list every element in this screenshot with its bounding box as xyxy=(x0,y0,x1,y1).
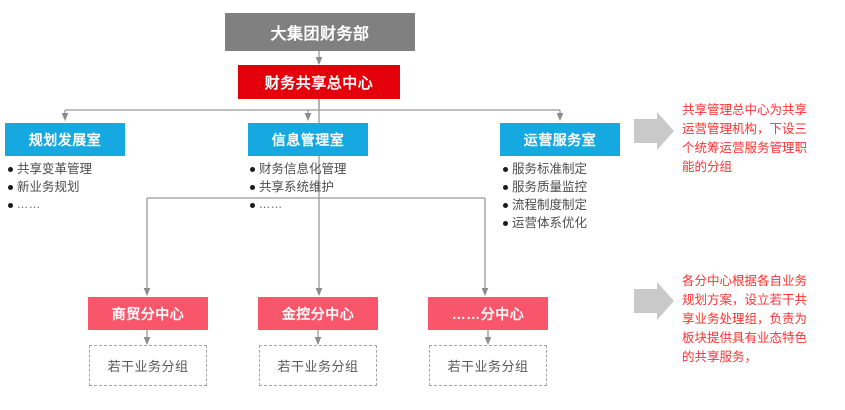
annotation-line: 享业务处理组，负责为 xyxy=(682,311,808,326)
node-label: 金控分中心 xyxy=(281,305,355,322)
bullet-dot-icon xyxy=(250,185,255,190)
node-label: 财务共享总中心 xyxy=(264,74,374,92)
node-label: 运营服务室 xyxy=(523,131,597,148)
bullet-dot-icon xyxy=(503,185,508,190)
node-label: 信息管理室 xyxy=(271,131,345,148)
node-label: 大集团财务部 xyxy=(270,26,370,43)
node-label: ……分中心 xyxy=(451,305,525,322)
bullet-dot-icon xyxy=(503,203,508,208)
callout-arrow-icon-1 xyxy=(634,112,674,150)
node-trade-branch-center[interactable]: 商贸分中心 xyxy=(88,297,208,330)
list-item: 服务质量监控 xyxy=(503,178,653,196)
bullet-list-operations-service: 服务标准制定 服务质量监控 流程制度制定 运营体系优化 xyxy=(503,160,653,232)
node-information-management-office[interactable]: 信息管理室 xyxy=(248,123,368,156)
list-item: 运营体系优化 xyxy=(503,214,653,232)
bullet-dot-icon xyxy=(503,167,508,172)
annotation-line: 各分中心根据各自业务 xyxy=(682,273,808,288)
list-item-label: 服务标准制定 xyxy=(512,161,588,176)
node-shared-service-center[interactable]: 财务共享总中心 xyxy=(238,65,400,99)
node-business-groups-financial-holding[interactable]: 若干业务分组 xyxy=(259,345,377,386)
bullet-dot-icon xyxy=(8,167,13,172)
list-item: 新业务规划 xyxy=(8,178,148,196)
list-item-label: 共享变革管理 xyxy=(17,161,93,176)
node-label: 若干业务分组 xyxy=(107,359,189,374)
node-label: 商贸分中心 xyxy=(111,305,185,322)
list-item-label: 财务信息化管理 xyxy=(259,161,347,176)
bullet-dot-icon xyxy=(250,167,255,172)
list-item: 服务标准制定 xyxy=(503,160,653,178)
annotation-line: 能的分组 xyxy=(682,159,733,174)
list-item-label: …… xyxy=(259,198,283,211)
annotation-shared-center: 共享管理总中心为共享 运营管理机构，下设三 个统筹运营服务管理职 能的分组 xyxy=(682,100,842,176)
node-label: 若干业务分组 xyxy=(447,359,529,374)
annotation-line: 运营管理机构，下设三 xyxy=(682,121,808,136)
bullet-list-planning-development: 共享变革管理 新业务规划 …… xyxy=(8,160,148,214)
annotation-line: 规划方案，设立若干共 xyxy=(682,292,808,307)
node-label: 若干业务分组 xyxy=(277,359,359,374)
list-item: 流程制度制定 xyxy=(503,196,653,214)
node-business-groups-other[interactable]: 若干业务分组 xyxy=(429,345,547,386)
list-item-label: 流程制度制定 xyxy=(512,197,588,212)
annotation-line: 个统筹运营服务管理职 xyxy=(682,140,808,155)
node-other-branch-center[interactable]: ……分中心 xyxy=(428,297,548,330)
bullet-dot-icon xyxy=(8,185,13,190)
annotation-line: 板块提供具有业态特色 xyxy=(682,330,808,345)
bullet-list-information-management: 财务信息化管理 共享系统维护 …… xyxy=(250,160,410,214)
list-item: …… xyxy=(8,196,148,214)
callout-arrow-icon-2 xyxy=(634,282,674,320)
bullet-dot-icon xyxy=(503,221,508,226)
list-item: 财务信息化管理 xyxy=(250,160,410,178)
list-item-label: 共享系统维护 xyxy=(259,179,335,194)
node-group-finance-dept[interactable]: 大集团财务部 xyxy=(225,13,415,51)
node-business-groups-trade[interactable]: 若干业务分组 xyxy=(89,345,207,386)
annotation-line: 共享管理总中心为共享 xyxy=(682,102,808,117)
bullet-dot-icon xyxy=(250,203,255,208)
list-item: …… xyxy=(250,196,410,214)
list-item-label: 服务质量监控 xyxy=(512,179,588,194)
annotation-line: 的共享服务， xyxy=(682,349,758,364)
list-item: 共享系统维护 xyxy=(250,178,410,196)
node-financial-holding-branch-center[interactable]: 金控分中心 xyxy=(258,297,378,330)
node-planning-development-office[interactable]: 规划发展室 xyxy=(5,123,125,156)
list-item-label: 新业务规划 xyxy=(17,179,80,194)
annotation-branch-centers: 各分中心根据各自业务 规划方案，设立若干共 享业务处理组，负责为 板块提供具有业… xyxy=(682,271,842,366)
bullet-dot-icon xyxy=(8,203,13,208)
node-label: 规划发展室 xyxy=(28,131,102,148)
list-item: 共享变革管理 xyxy=(8,160,148,178)
list-item-label: …… xyxy=(17,198,41,211)
list-item-label: 运营体系优化 xyxy=(512,215,588,230)
node-operations-service-office[interactable]: 运营服务室 xyxy=(500,123,620,156)
